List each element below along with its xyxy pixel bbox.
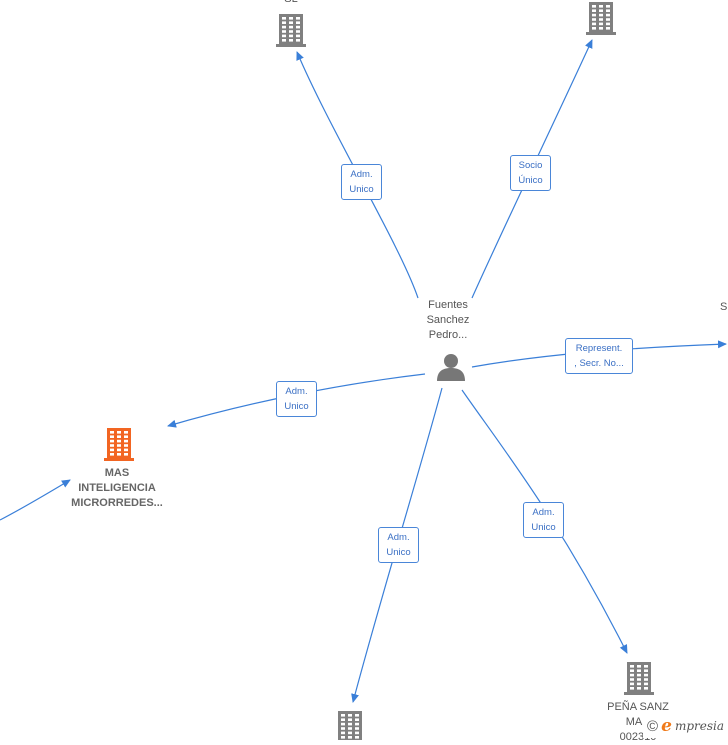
edge-offscreen-in <box>0 479 71 521</box>
company-right-edge-label-line-1: S <box>720 301 728 313</box>
edge-bottom-right-line-1: Adm. <box>532 507 555 518</box>
company-top-left-label-line-1: SL <box>236 0 346 7</box>
company-top-right-building-icon[interactable] <box>586 2 616 35</box>
edge-label-right[interactable]: Represent. , Secr. No... <box>565 338 633 374</box>
company-bottom-center-building-icon[interactable] <box>335 711 365 740</box>
edge-label-bottom-center[interactable]: Adm. Unico <box>378 527 419 563</box>
edge-label-bottom-right[interactable]: Adm. Unico <box>523 502 564 538</box>
edge-top-left-line-2: Unico <box>349 184 374 195</box>
edge-bottom-right <box>461 389 628 654</box>
edge-label-left[interactable]: Adm. Unico <box>276 381 317 417</box>
company-highlighted-label-line-3: MICRORREDES... <box>71 497 163 509</box>
company-bottom-right-label-line-1: PEÑA SANZ <box>607 701 669 713</box>
center-person-icon[interactable] <box>437 354 465 381</box>
center-label-line-1: Fuentes <box>428 299 468 311</box>
edge-right-line-2: , Secr. No... <box>574 358 624 369</box>
edge-bottom-right-line-2: Unico <box>531 522 556 533</box>
company-highlighted-label-line-1: MAS <box>104 467 130 479</box>
edge-bottom-center-line-1: Adm. <box>387 532 410 543</box>
company-highlighted-building-icon[interactable] <box>104 428 134 461</box>
edge-label-top-left[interactable]: Adm. Unico <box>341 164 382 200</box>
edge-top-right-line-2: Único <box>518 175 543 186</box>
company-label-highlighted[interactable]: MAS INTELIGENCIA MICRORREDES... <box>62 466 172 511</box>
edge-label-top-right[interactable]: Socio Único <box>510 155 551 191</box>
company-label-right-edge[interactable]: S <box>720 300 728 315</box>
company-bottom-right-building-icon[interactable] <box>624 662 654 695</box>
brand-logo-name: mpresia <box>674 719 724 733</box>
edge-right-line-1: Represent. <box>575 343 623 354</box>
center-label-line-3: Pedro... <box>428 329 468 341</box>
edge-bottom-center-line-2: Unico <box>386 547 411 558</box>
edge-top-right-line-1: Socio <box>518 160 543 171</box>
company-label-top-left[interactable]: SL <box>236 0 346 7</box>
center-person-label[interactable]: Fuentes Sanchez Pedro... <box>393 298 503 343</box>
brand-logo-initial: e <box>661 716 672 736</box>
edge-left-line-2: Unico <box>284 401 309 412</box>
copyright-symbol: © <box>647 717 659 735</box>
center-label-line-2: Sanchez <box>426 314 470 326</box>
company-top-left-building-icon[interactable] <box>276 14 306 47</box>
company-highlighted-label-line-2: INTELIGENCIA <box>78 482 156 494</box>
edge-left-line-1: Adm. <box>285 386 308 397</box>
edge-top-left-line-1: Adm. <box>350 169 373 180</box>
